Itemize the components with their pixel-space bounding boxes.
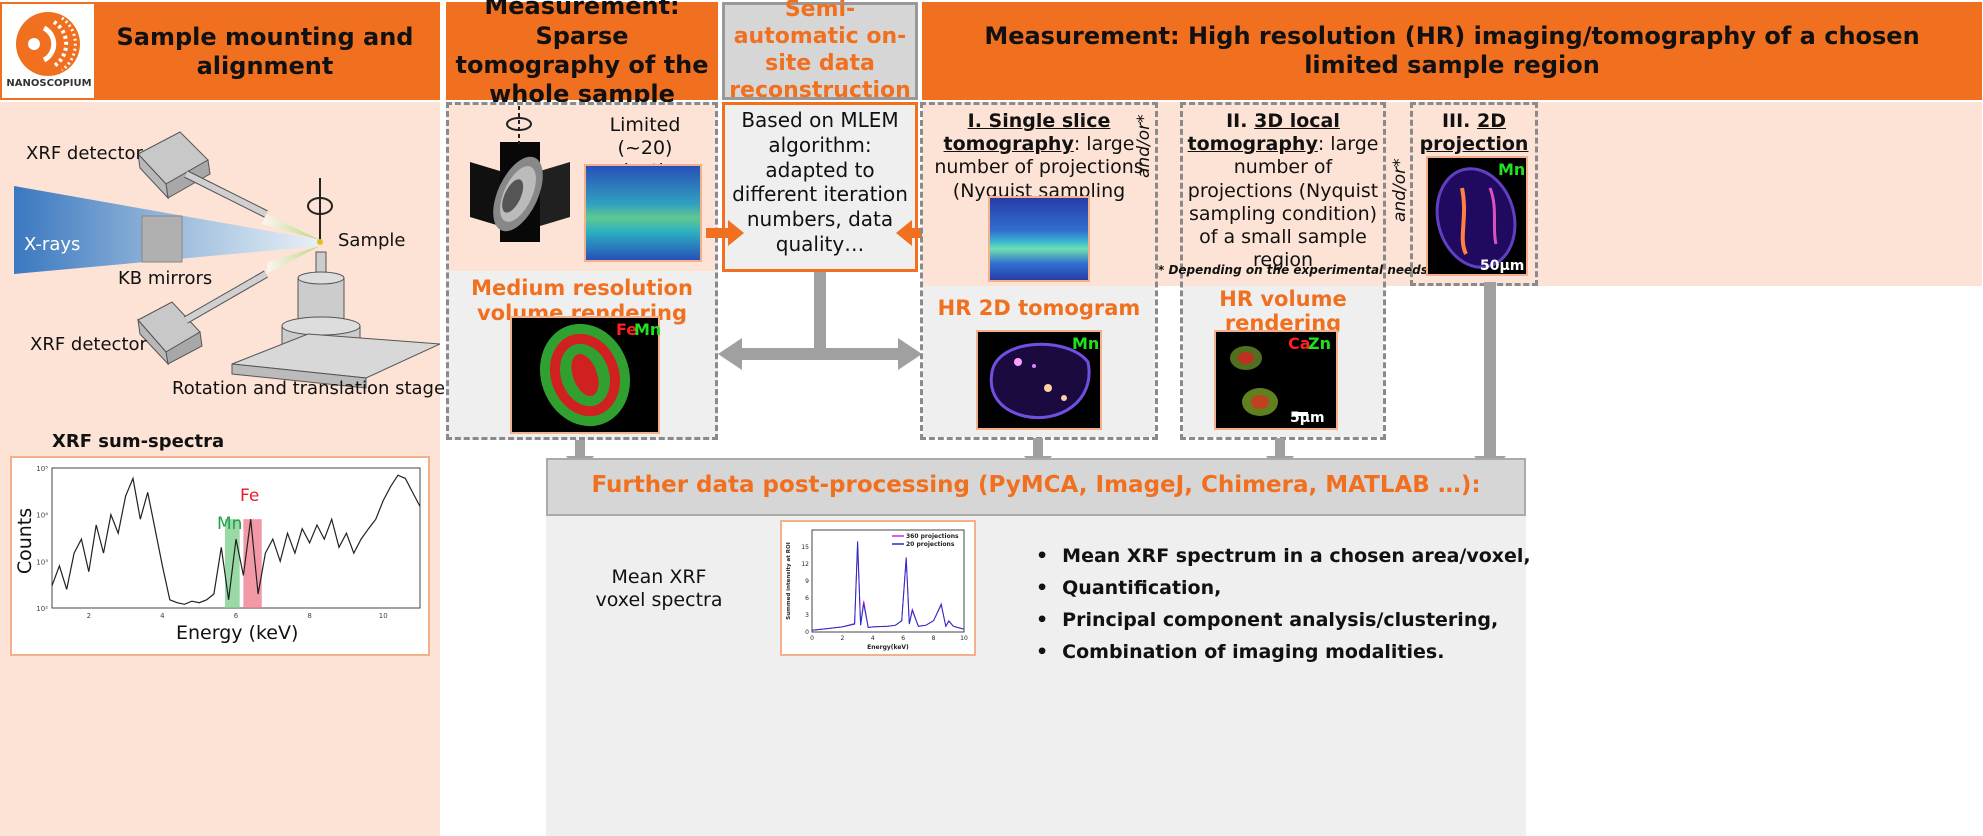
voxel-xtick: 6 bbox=[901, 635, 905, 642]
projection-prefix: III. bbox=[1441, 110, 1478, 132]
sinogram-full bbox=[988, 196, 1090, 282]
local-tomo-body: large number of projections (Nyquist sam… bbox=[1187, 133, 1379, 272]
voxel-spectra-frame bbox=[811, 529, 965, 633]
hr-2d-tomogram bbox=[976, 330, 1102, 430]
col3-title: Semi-automatic on-site data reconstructi… bbox=[722, 0, 918, 103]
hr-volume-rendering bbox=[1214, 330, 1338, 430]
zn-label: Zn bbox=[1308, 334, 1331, 353]
sum-spectra-ytick: 10² bbox=[36, 605, 48, 613]
kb-mirror-block bbox=[141, 215, 183, 263]
col1-header: NANOSCOPIUM Sample mounting and alignmen… bbox=[0, 2, 440, 100]
sum-spectra-xtick: 6 bbox=[234, 612, 239, 620]
post-bullet: Principal component analysis/clustering, bbox=[1036, 604, 1531, 636]
col1-title: Sample mounting and alignment bbox=[116, 22, 414, 80]
label-stages: Rotation and translation stages bbox=[172, 378, 455, 399]
label-kb-mirrors: KB mirrors bbox=[118, 268, 213, 289]
fe-label: Fe bbox=[616, 320, 638, 339]
hr-volume-label: HR volume rendering bbox=[1219, 287, 1347, 335]
arrow-left-into-reconstruction bbox=[896, 220, 934, 246]
local-tomo-text: II. 3D local tomography: large number of… bbox=[1187, 110, 1379, 272]
medium-resolution-rendering bbox=[510, 316, 660, 434]
single-slice-title: I. Single slice tomography bbox=[943, 110, 1111, 156]
voxel-xtick: 0 bbox=[810, 635, 814, 642]
rotation-icon bbox=[307, 178, 333, 240]
voxel-xtick: 10 bbox=[960, 635, 968, 642]
voxel-series-line bbox=[811, 541, 965, 631]
post-bullet-list: Mean XRF spectrum in a chosen area/voxel… bbox=[1036, 540, 1531, 668]
reconstruction-feedback-arrows bbox=[718, 272, 922, 370]
fe-band-label: Fe bbox=[240, 486, 260, 506]
mean-voxel-label: Mean XRF voxel spectra bbox=[595, 566, 723, 612]
voxel-xtick: 8 bbox=[932, 635, 936, 642]
post-bullet: Combination of imaging modalities. bbox=[1036, 636, 1531, 668]
rotation-stage-icon bbox=[231, 251, 440, 389]
col4-title: Measurement: High resolution (HR) imagin… bbox=[922, 2, 1982, 100]
voxel-ytick: 6 bbox=[805, 595, 809, 602]
hr-2d-mn-label: Mn bbox=[1072, 334, 1100, 353]
arrow-right-into-reconstruction bbox=[706, 220, 744, 246]
voxel-xtick: 2 bbox=[840, 635, 844, 642]
post-title-bar bbox=[546, 458, 1526, 516]
voxel-ytick: 3 bbox=[805, 612, 809, 619]
voxel-legend-label: 20 projections bbox=[906, 541, 955, 548]
label-xrf-detector-top: XRF detector bbox=[26, 143, 143, 164]
sum-spectrum-line bbox=[51, 474, 421, 605]
sinogram-limited bbox=[584, 164, 702, 262]
voxel-ytick: 0 bbox=[805, 629, 809, 636]
sum-spectra-ytick: 10³ bbox=[36, 558, 48, 566]
projection-image bbox=[1426, 156, 1528, 276]
sum-spectra-chart: 10⁵ 10⁴ 10³ 10² 2 4 6 8 10 bbox=[36, 465, 421, 620]
ca-label: Ca bbox=[1288, 334, 1311, 353]
sum-spectra-ytick: 10⁴ bbox=[36, 512, 48, 520]
sum-spectra-xtick: 8 bbox=[307, 612, 311, 620]
voxel-spectra-box bbox=[780, 520, 976, 656]
sum-spectra-xtick: 10 bbox=[379, 612, 388, 620]
post-bullet: Mean XRF spectrum in a chosen area/voxel… bbox=[1036, 540, 1531, 572]
post-title: Further data post-processing (PyMCA, Ima… bbox=[591, 472, 1481, 498]
local-tomo-title: 3D local tomography bbox=[1187, 110, 1340, 156]
sum-spectra-xtick: 2 bbox=[87, 612, 91, 620]
label-xrays: X-rays bbox=[24, 234, 81, 255]
rotation-axis-icon bbox=[506, 106, 532, 144]
sum-spectra-ytick: 10⁵ bbox=[36, 465, 48, 473]
sum-spectra-xtick: 4 bbox=[160, 612, 165, 620]
sum-spectra-xlabel: Energy (keV) bbox=[176, 622, 299, 644]
logo-text: NANOSCOPIUM bbox=[6, 78, 92, 89]
voxel-legend-label: 360 projections bbox=[906, 533, 959, 540]
mn-band-label: Mn bbox=[217, 514, 243, 534]
label-xrf-detector-bottom: XRF detector bbox=[30, 334, 147, 355]
setup-illustration bbox=[14, 131, 440, 389]
local-tomo-prefix: II. bbox=[1226, 110, 1255, 132]
voxel-xtick: 4 bbox=[871, 635, 875, 642]
label-sample: Sample bbox=[338, 230, 406, 251]
xrf-detector-top-icon bbox=[137, 131, 320, 240]
voxel-ylabel: Summed intensity at ROI bbox=[786, 542, 792, 620]
nanoscopium-logo: NANOSCOPIUM bbox=[2, 4, 94, 98]
projection-mn-label: Mn bbox=[1498, 160, 1526, 179]
hr-2d-label: HR 2D tomogram bbox=[937, 296, 1141, 320]
col3-body: Based on MLEM algorithm: adapted to diff… bbox=[732, 108, 908, 256]
mn-label: Mn bbox=[634, 320, 662, 339]
voxel-ytick: 12 bbox=[801, 561, 809, 568]
experimental-needs-note: * Depending on the experimental needs bbox=[1158, 263, 1428, 277]
voxel-xlabel: Energy(keV) bbox=[867, 644, 909, 651]
post-bullet: Quantification, bbox=[1036, 572, 1531, 604]
voxel-ytick: 15 bbox=[801, 544, 809, 551]
voxel-series-line bbox=[811, 544, 965, 631]
scale-bar-50um: 50µm bbox=[1480, 258, 1525, 274]
sum-spectra-title: XRF sum-spectra bbox=[52, 431, 225, 452]
voxel-ytick: 9 bbox=[805, 578, 809, 585]
scale-bar-5um: 5µm bbox=[1290, 410, 1325, 426]
projection-panel bbox=[1410, 102, 1538, 286]
col3-body-box bbox=[722, 102, 918, 272]
xrf-detector-bottom-icon bbox=[137, 246, 320, 366]
sparse-projection-planes-icon bbox=[470, 142, 570, 242]
